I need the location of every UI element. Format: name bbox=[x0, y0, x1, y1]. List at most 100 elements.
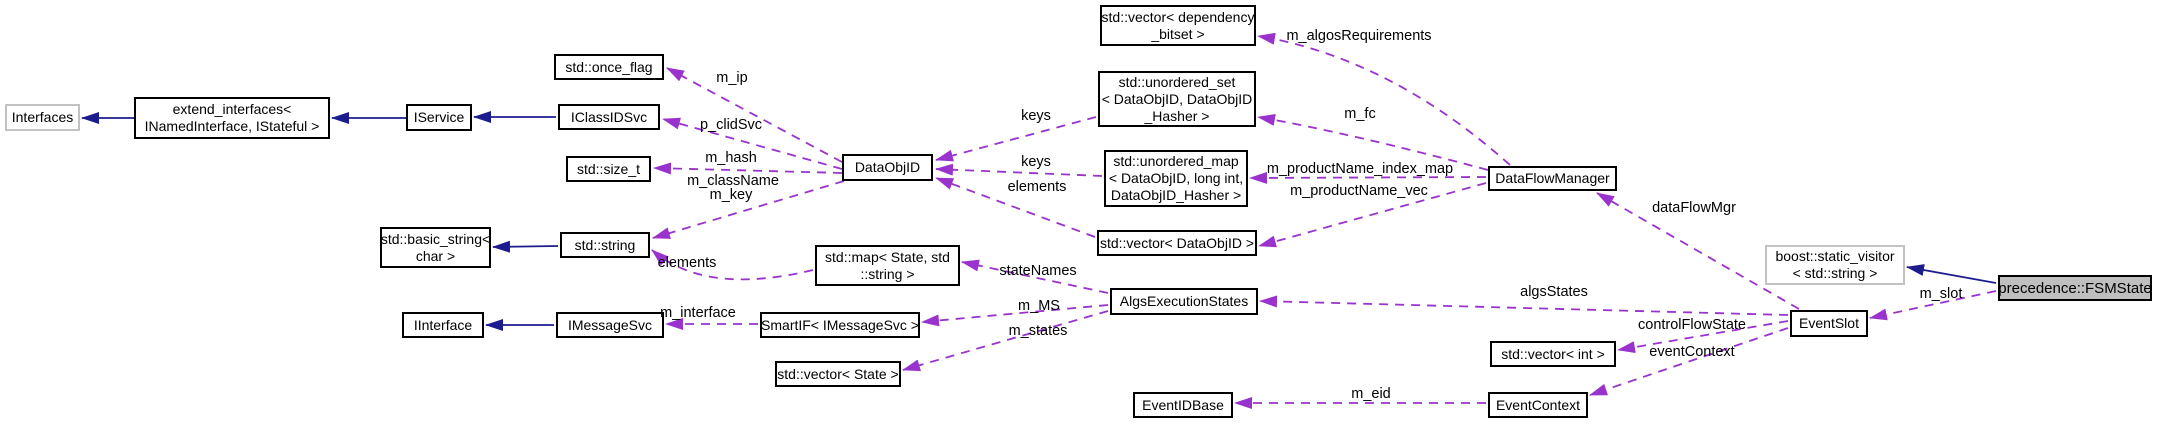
node-algs-execution-states[interactable]: AlgsExecutionStates bbox=[1110, 288, 1258, 315]
edge-label-keys: keys bbox=[1021, 108, 1051, 124]
node-unordered-map[interactable]: std::unordered_map< DataObjID, long int,… bbox=[1104, 150, 1248, 207]
node-vector-int-label-0: std::vector< int > bbox=[1501, 345, 1605, 362]
node-vector-state[interactable]: std::vector< State > bbox=[775, 361, 901, 387]
edge-data-flow-manager-to-vector-dependency-bitset bbox=[1257, 32, 1511, 166]
node-iclassidsvc-label-0: IClassIDSvc bbox=[570, 108, 648, 125]
node-fsm-state[interactable]: precedence::FSMState bbox=[1998, 275, 2152, 301]
node-map-state-string[interactable]: std::map< State, std::string > bbox=[815, 245, 960, 286]
node-vector-int[interactable]: std::vector< int > bbox=[1490, 341, 1616, 367]
node-extend-interfaces-label-0: extend_interfaces< bbox=[172, 101, 292, 117]
node-extend-interfaces-label-1: INamedInterface, IStateful > bbox=[144, 118, 320, 134]
edge-label-m-hash: m_hash bbox=[705, 150, 757, 166]
node-data-flow-manager-label-0: DataFlowManager bbox=[1495, 170, 1610, 186]
node-event-slot-label-0: EventSlot bbox=[1799, 315, 1859, 331]
node-once-flag[interactable]: std::once_flag bbox=[554, 54, 664, 80]
edge-algs-execution-states-to-vector-state bbox=[902, 310, 1109, 372]
edge-data-flow-manager-to-unordered-set bbox=[1257, 114, 1489, 171]
node-iservice[interactable]: IService bbox=[406, 104, 472, 131]
node-iinterface[interactable]: IInterface bbox=[402, 312, 484, 338]
node-fsm-state-label-0: precedence::FSMState bbox=[1998, 279, 2152, 297]
edge-unordered-set-to-dataobjid bbox=[935, 116, 1097, 162]
edge-dataobjid-to-string bbox=[652, 180, 845, 239]
node-smartif-imessagesvc-label-0: SmartIF< IMessageSvc > bbox=[761, 316, 919, 333]
node-vector-dataobjid-label-0: std::vector< DataObjID > bbox=[1099, 234, 1255, 251]
edge-label-m-productname-vec: m_productName_vec bbox=[1290, 183, 1428, 199]
edge-dataobjid-to-once-flag bbox=[666, 67, 843, 163]
node-boost-static-visitor-label-1: < std::string > bbox=[1792, 265, 1878, 281]
edge-label-m-slot: m_slot bbox=[1919, 286, 1963, 302]
edge-label-m-eid: m_eid bbox=[1351, 386, 1391, 402]
edge-data-flow-manager-to-unordered-map bbox=[1249, 171, 1487, 184]
edge-label-m-states: m_states bbox=[1008, 323, 1068, 339]
node-string[interactable]: std::string bbox=[560, 232, 650, 258]
edge-event-slot-to-data-flow-manager bbox=[1596, 192, 1800, 310]
edge-label-m-ms: m_MS bbox=[1018, 298, 1060, 314]
edge-label-algsstates: algsStates bbox=[1520, 284, 1588, 300]
node-basic-string-label-0: std::basic_string< bbox=[380, 230, 491, 247]
edge-label-m-interface: m_interface bbox=[660, 305, 736, 321]
node-basic-string-label-1: char > bbox=[415, 247, 456, 264]
edge-label-elements: elements bbox=[657, 255, 717, 271]
edge-label-controlflowstate: controlFlowState bbox=[1638, 317, 1746, 333]
node-interfaces[interactable]: Interfaces bbox=[5, 104, 80, 131]
edge-label-dataflowmgr: dataFlowMgr bbox=[1652, 200, 1736, 216]
edge-fsm-state-to-event-slot bbox=[1869, 290, 1997, 321]
node-boost-static-visitor-label-0: boost::static_visitor bbox=[1775, 248, 1895, 264]
node-unordered-set-label-0: std::unordered_set bbox=[1118, 73, 1236, 90]
node-unordered-map-label-1: < DataObjID, long int, bbox=[1108, 170, 1244, 186]
edge-event-slot-to-algs-execution-states bbox=[1259, 295, 1789, 316]
node-vector-dependency-bitset-label-0: std::vector< dependency bbox=[1101, 8, 1255, 25]
edge-label-eventcontext: eventContext bbox=[1649, 344, 1735, 360]
node-once-flag-label-0: std::once_flag bbox=[565, 58, 653, 75]
node-imessagesvc[interactable]: IMessageSvc bbox=[556, 312, 664, 338]
edge-fsm-state-to-boost-static-visitor bbox=[1906, 264, 1997, 284]
node-unordered-set-label-2: _Hasher > bbox=[1144, 107, 1210, 124]
edge-label-elements: elements bbox=[1007, 179, 1067, 195]
edge-event-slot-to-event-context bbox=[1589, 327, 1789, 396]
node-iclassidsvc[interactable]: IClassIDSvc bbox=[558, 104, 660, 130]
node-data-flow-manager[interactable]: DataFlowManager bbox=[1488, 166, 1617, 191]
edge-label-statenames: stateNames bbox=[999, 263, 1077, 279]
edge-label-m-ip: m_ip bbox=[716, 70, 748, 86]
node-algs-execution-states-label-0: AlgsExecutionStates bbox=[1119, 293, 1249, 309]
node-event-id-base-label-0: EventIDBase bbox=[1142, 396, 1224, 413]
edge-label-keys: keys bbox=[1021, 154, 1051, 170]
edge-label-m-fc: m_fc bbox=[1344, 106, 1376, 122]
node-boost-static-visitor[interactable]: boost::static_visitor< std::string > bbox=[1765, 245, 1905, 285]
node-map-state-string-label-1: ::string > bbox=[860, 265, 915, 282]
edge-label-m-classname: m_className bbox=[687, 173, 779, 189]
node-vector-state-label-0: std::vector< State > bbox=[777, 365, 899, 382]
node-event-context[interactable]: EventContext bbox=[1488, 392, 1588, 418]
node-unordered-set-label-1: < DataObjID, DataObjID bbox=[1101, 90, 1253, 107]
node-size-t-label-0: std::size_t bbox=[576, 160, 641, 177]
node-basic-string[interactable]: std::basic_string<char > bbox=[380, 227, 491, 268]
node-string-label-0: std::string bbox=[574, 236, 636, 253]
node-unordered-map-label-2: DataObjID_Hasher > bbox=[1110, 187, 1242, 203]
node-extend-interfaces[interactable]: extend_interfaces<INamedInterface, IStat… bbox=[134, 97, 330, 139]
node-smartif-imessagesvc[interactable]: SmartIF< IMessageSvc > bbox=[760, 312, 920, 338]
node-dataobjid-label-0: DataObjID bbox=[854, 159, 921, 175]
edge-label-p-clidsvc: p_clidSvc bbox=[699, 117, 763, 133]
node-unordered-map-label-0: std::unordered_map bbox=[1113, 153, 1239, 169]
node-event-context-label-0: EventContext bbox=[1495, 396, 1581, 413]
node-vector-dependency-bitset[interactable]: std::vector< dependency_bitset > bbox=[1100, 5, 1256, 46]
node-size-t[interactable]: std::size_t bbox=[566, 156, 651, 182]
node-vector-dataobjid[interactable]: std::vector< DataObjID > bbox=[1097, 230, 1257, 256]
node-vector-dependency-bitset-label-1: _bitset > bbox=[1151, 25, 1205, 42]
node-map-state-string-label-0: std::map< State, std bbox=[825, 248, 950, 265]
edge-string-to-basic-string bbox=[492, 240, 559, 253]
node-interfaces-label-0: Interfaces bbox=[11, 109, 74, 125]
node-unordered-set[interactable]: std::unordered_set< DataObjID, DataObjID… bbox=[1098, 71, 1256, 127]
node-iservice-label-0: IService bbox=[413, 109, 465, 125]
node-dataobjid[interactable]: DataObjID bbox=[842, 154, 933, 181]
edge-algs-execution-states-to-map-state-string bbox=[961, 259, 1109, 294]
edge-algs-execution-states-to-smartif-imessagesvc bbox=[921, 304, 1109, 327]
node-event-id-base[interactable]: EventIDBase bbox=[1133, 392, 1233, 418]
edge-map-state-string-to-string bbox=[651, 249, 814, 281]
edge-event-slot-to-vector-int bbox=[1617, 320, 1789, 354]
edge-data-flow-manager-to-vector-dataobjid bbox=[1258, 182, 1487, 248]
node-iinterface-label-0: IInterface bbox=[413, 316, 473, 333]
node-event-slot[interactable]: EventSlot bbox=[1790, 310, 1868, 337]
